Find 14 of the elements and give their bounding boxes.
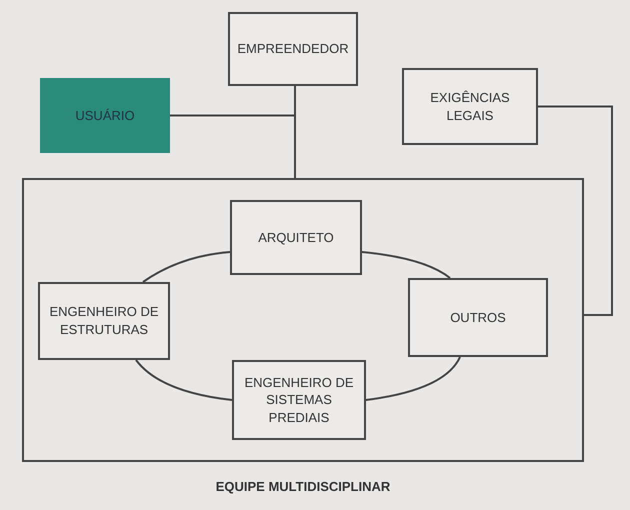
role-box: EXIGÊNCIAS LEGAIS [402,68,538,145]
role-box: ENGENHEIRO DE SISTEMAS PREDIAIS [232,360,366,440]
cycle-arc [135,359,232,401]
role-box: ENGENHEIRO DE ESTRUTURAS [38,282,170,360]
cycle-arc [142,251,230,283]
connector-line [294,86,296,178]
role-box: ARQUITETO [230,200,362,275]
highlighted-box: USUÁRIO [40,78,170,153]
role-box: EMPREENDEDOR [228,12,358,86]
cycle-arc [362,251,451,279]
cycle-arc [366,356,461,401]
group-title: EQUIPE MULTIDISCIPLINAR [214,478,392,496]
role-box: OUTROS [408,278,548,357]
connector-line [538,106,613,316]
